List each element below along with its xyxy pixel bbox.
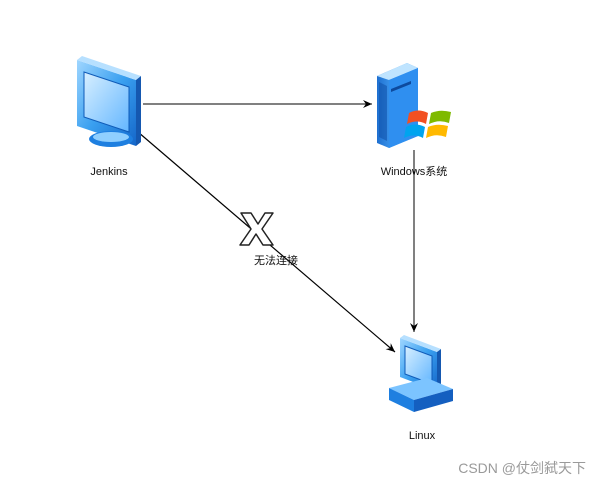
monitor-icon bbox=[77, 56, 141, 147]
computer-icon bbox=[389, 335, 453, 412]
watermark: CSDN @仗剑弑天下 bbox=[458, 460, 586, 476]
windows-logo-icon bbox=[404, 110, 451, 138]
linux-label: Linux bbox=[408, 430, 436, 442]
jenkins-label: Jenkins bbox=[90, 166, 128, 178]
windows-label: Windows系统 bbox=[380, 166, 448, 178]
edge-label-no-connection: 无法连接 bbox=[254, 255, 298, 267]
windows-server-icon bbox=[377, 63, 451, 148]
blocked-x-icon bbox=[239, 212, 274, 246]
